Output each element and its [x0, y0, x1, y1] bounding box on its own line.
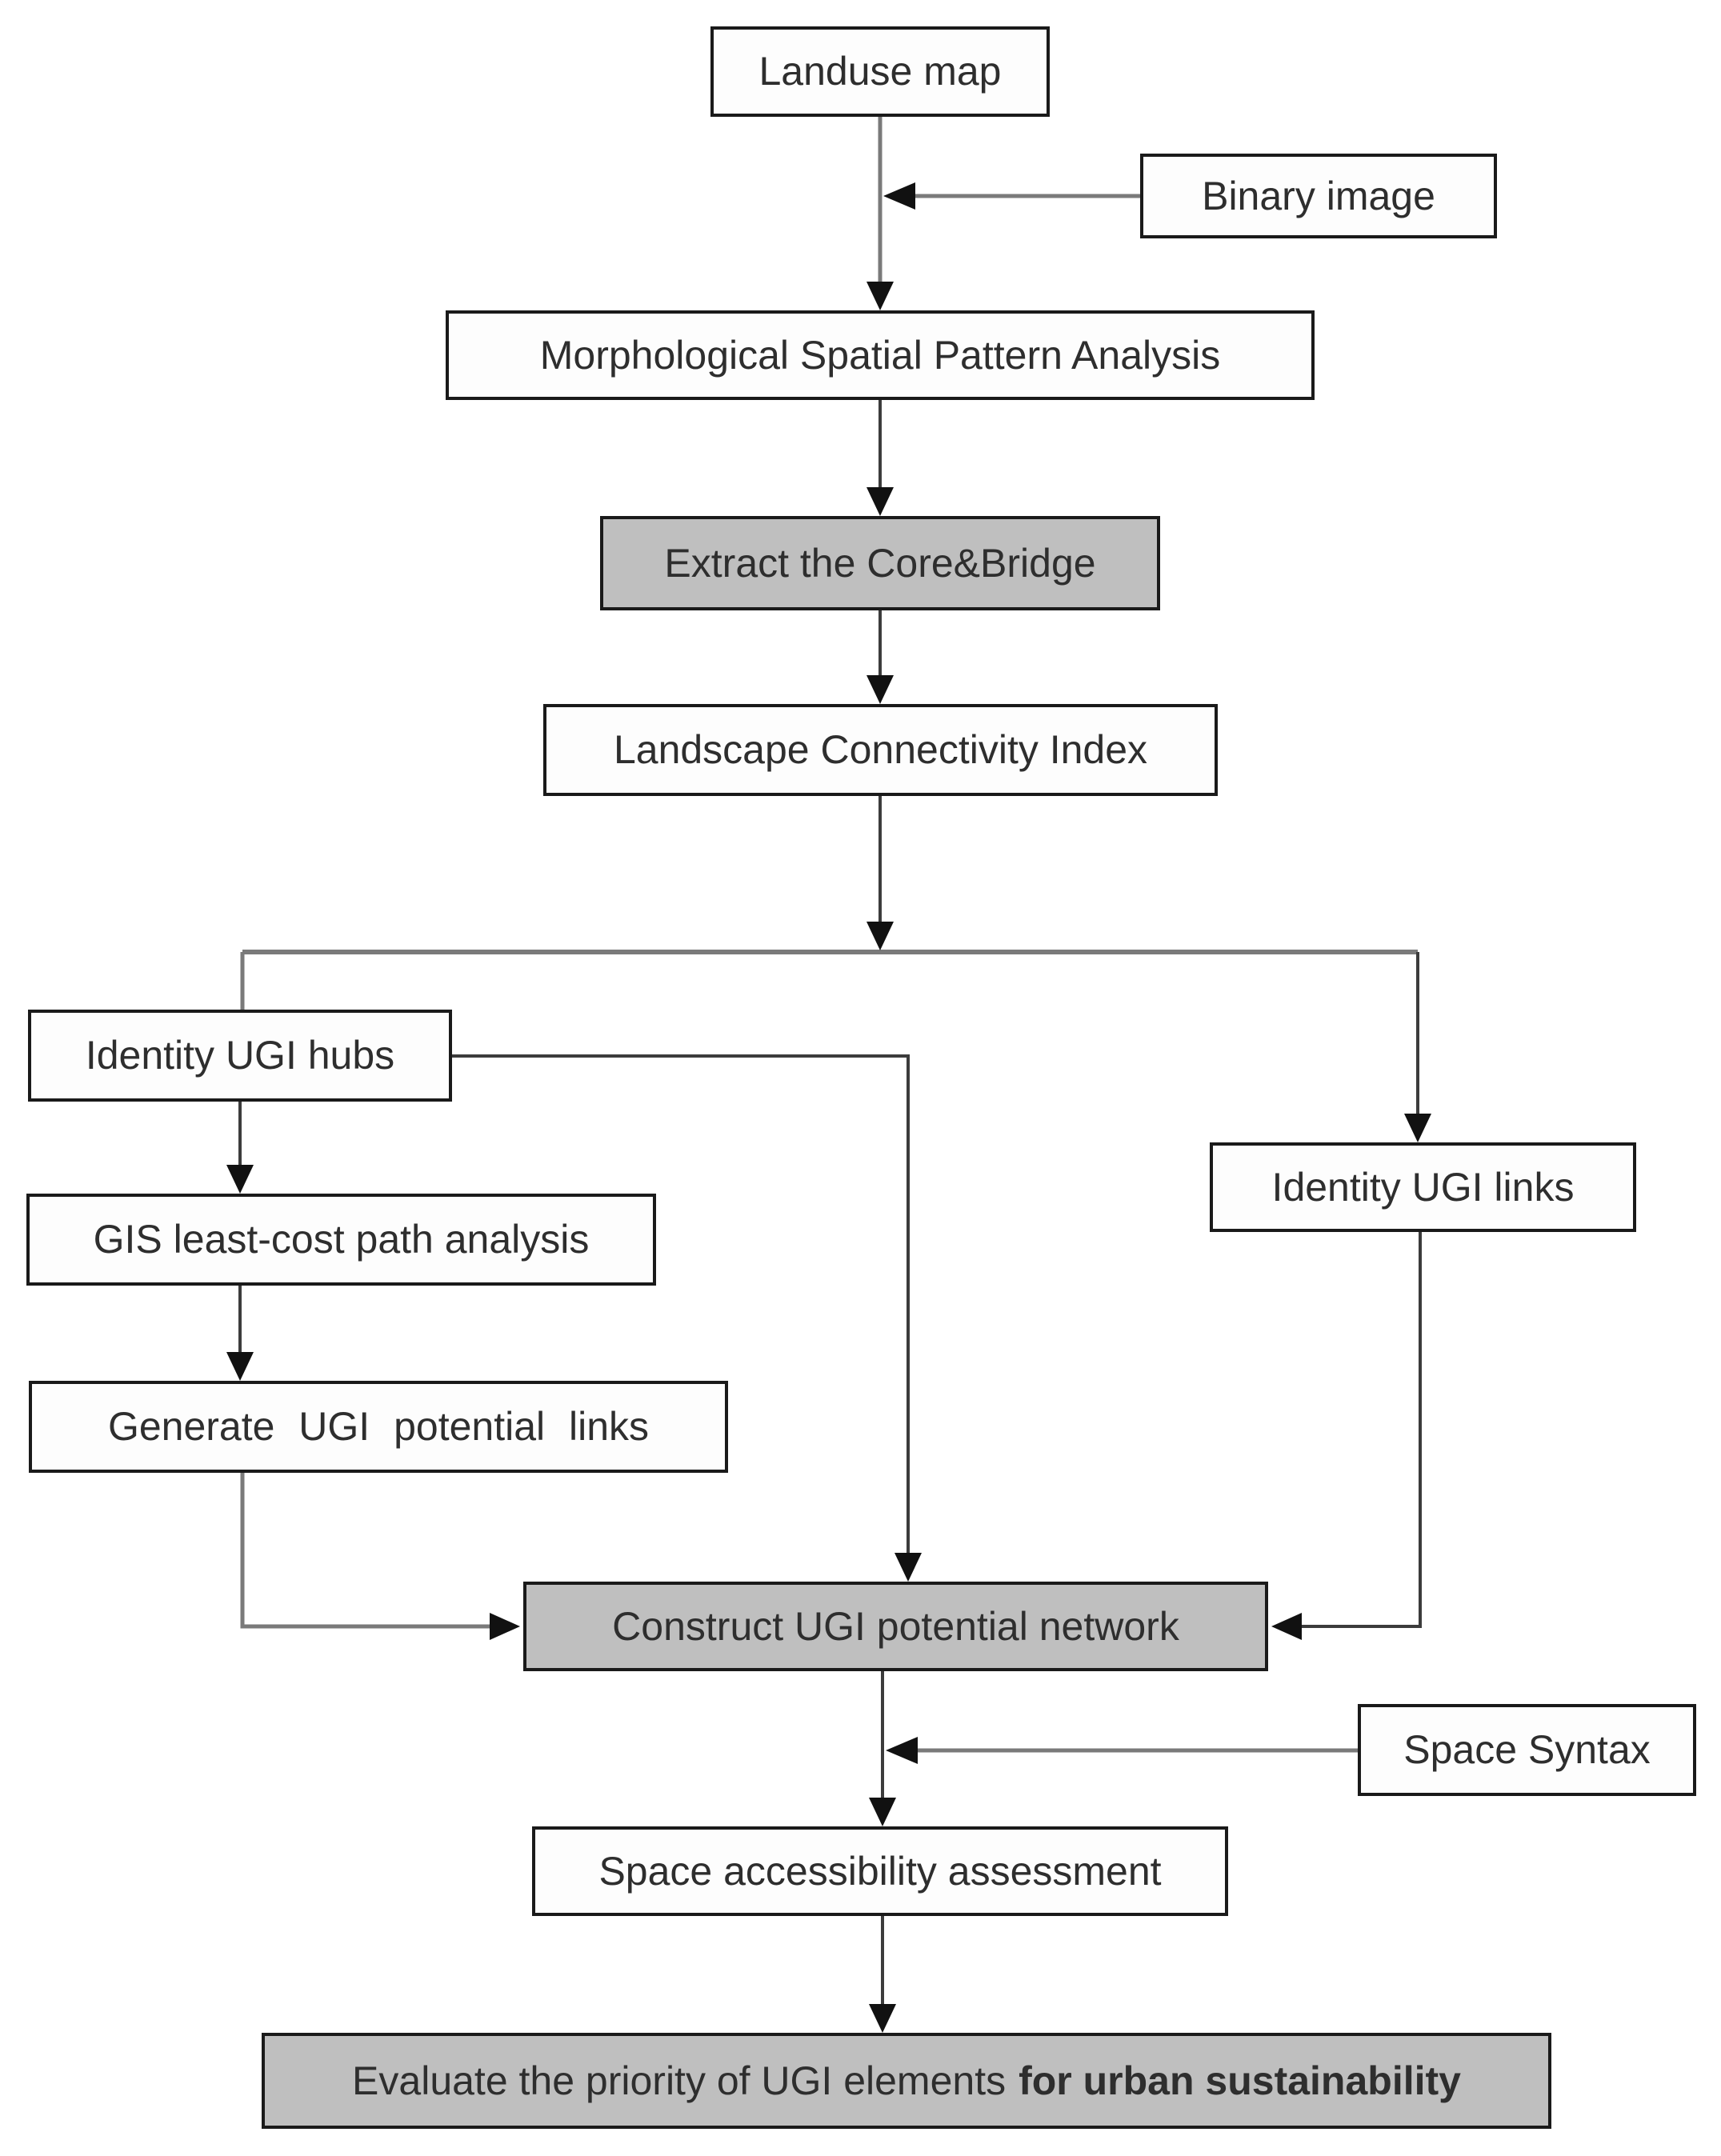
arrowhead-links-into-construct	[1271, 1613, 1302, 1640]
connector-generate-to-construct	[240, 1473, 490, 1629]
arrowhead-into-branch	[867, 922, 894, 950]
node-evaluate-priority: Evaluate the priority of UGI elements fo…	[262, 2033, 1551, 2129]
arrowhead-into-mspa	[867, 282, 894, 310]
connector-hubs-to-construct	[452, 1054, 910, 1554]
arrowhead-into-evaluate	[869, 2004, 896, 2033]
arrowhead-binary-into-line	[883, 182, 915, 210]
node-landuse-map: Landuse map	[710, 26, 1050, 117]
node-access-label: Space accessibility assessment	[598, 1848, 1162, 1894]
node-identity-ugi-links: Identity UGI links	[1210, 1142, 1636, 1232]
node-identity-ugi-links-label: Identity UGI links	[1271, 1164, 1575, 1210]
node-morphological-spatial-pattern-analysis: Morphological Spatial Pattern Analysis	[446, 310, 1315, 400]
node-space-accessibility-assessment: Space accessibility assessment	[532, 1826, 1228, 1916]
node-generate-ugi-potential-links: Generate UGI potential links	[29, 1381, 728, 1473]
arrowhead-into-extract	[867, 487, 894, 516]
node-construct-ugi-potential-network: Construct UGI potential network	[523, 1582, 1268, 1671]
arrowhead-into-generate	[226, 1352, 254, 1381]
node-space-syntax-label: Space Syntax	[1403, 1727, 1651, 1772]
node-extract-core-bridge-label: Extract the Core&Bridge	[664, 540, 1096, 586]
node-binary-image: Binary image	[1140, 154, 1497, 238]
arrowhead-into-access	[869, 1798, 896, 1826]
node-gis-least-cost-path-analysis: GIS least-cost path analysis	[26, 1194, 656, 1286]
node-identity-ugi-hubs-label: Identity UGI hubs	[85, 1033, 395, 1078]
arrowhead-syntax-into-line	[886, 1737, 918, 1764]
node-generate-label: Generate UGI potential links	[107, 1404, 650, 1449]
arrowhead-hubs-into-construct	[895, 1553, 922, 1582]
node-lci-label: Landscape Connectivity Index	[613, 727, 1148, 772]
arrowhead-into-gis	[226, 1165, 254, 1194]
arrowhead-into-links	[1404, 1114, 1431, 1142]
connector-links-to-construct	[1299, 1232, 1422, 1628]
arrowhead-generate-into-construct	[490, 1613, 520, 1640]
node-space-syntax: Space Syntax	[1358, 1704, 1696, 1796]
node-identity-ugi-hubs: Identity UGI hubs	[28, 1010, 452, 1102]
node-evaluate-label-bold: for urban sustainability	[1019, 2058, 1461, 2103]
node-landuse-map-label: Landuse map	[758, 49, 1002, 94]
node-evaluate-label-normal: Evaluate the priority of UGI elements	[352, 2058, 1007, 2103]
node-gis-label: GIS least-cost path analysis	[93, 1217, 590, 1262]
arrowhead-into-lci	[867, 675, 894, 704]
node-landscape-connectivity-index: Landscape Connectivity Index	[543, 704, 1218, 796]
node-mspa-label: Morphological Spatial Pattern Analysis	[539, 332, 1221, 378]
node-construct-label: Construct UGI potential network	[612, 1603, 1179, 1649]
node-extract-core-bridge: Extract the Core&Bridge	[600, 516, 1160, 610]
node-binary-image-label: Binary image	[1202, 173, 1435, 218]
